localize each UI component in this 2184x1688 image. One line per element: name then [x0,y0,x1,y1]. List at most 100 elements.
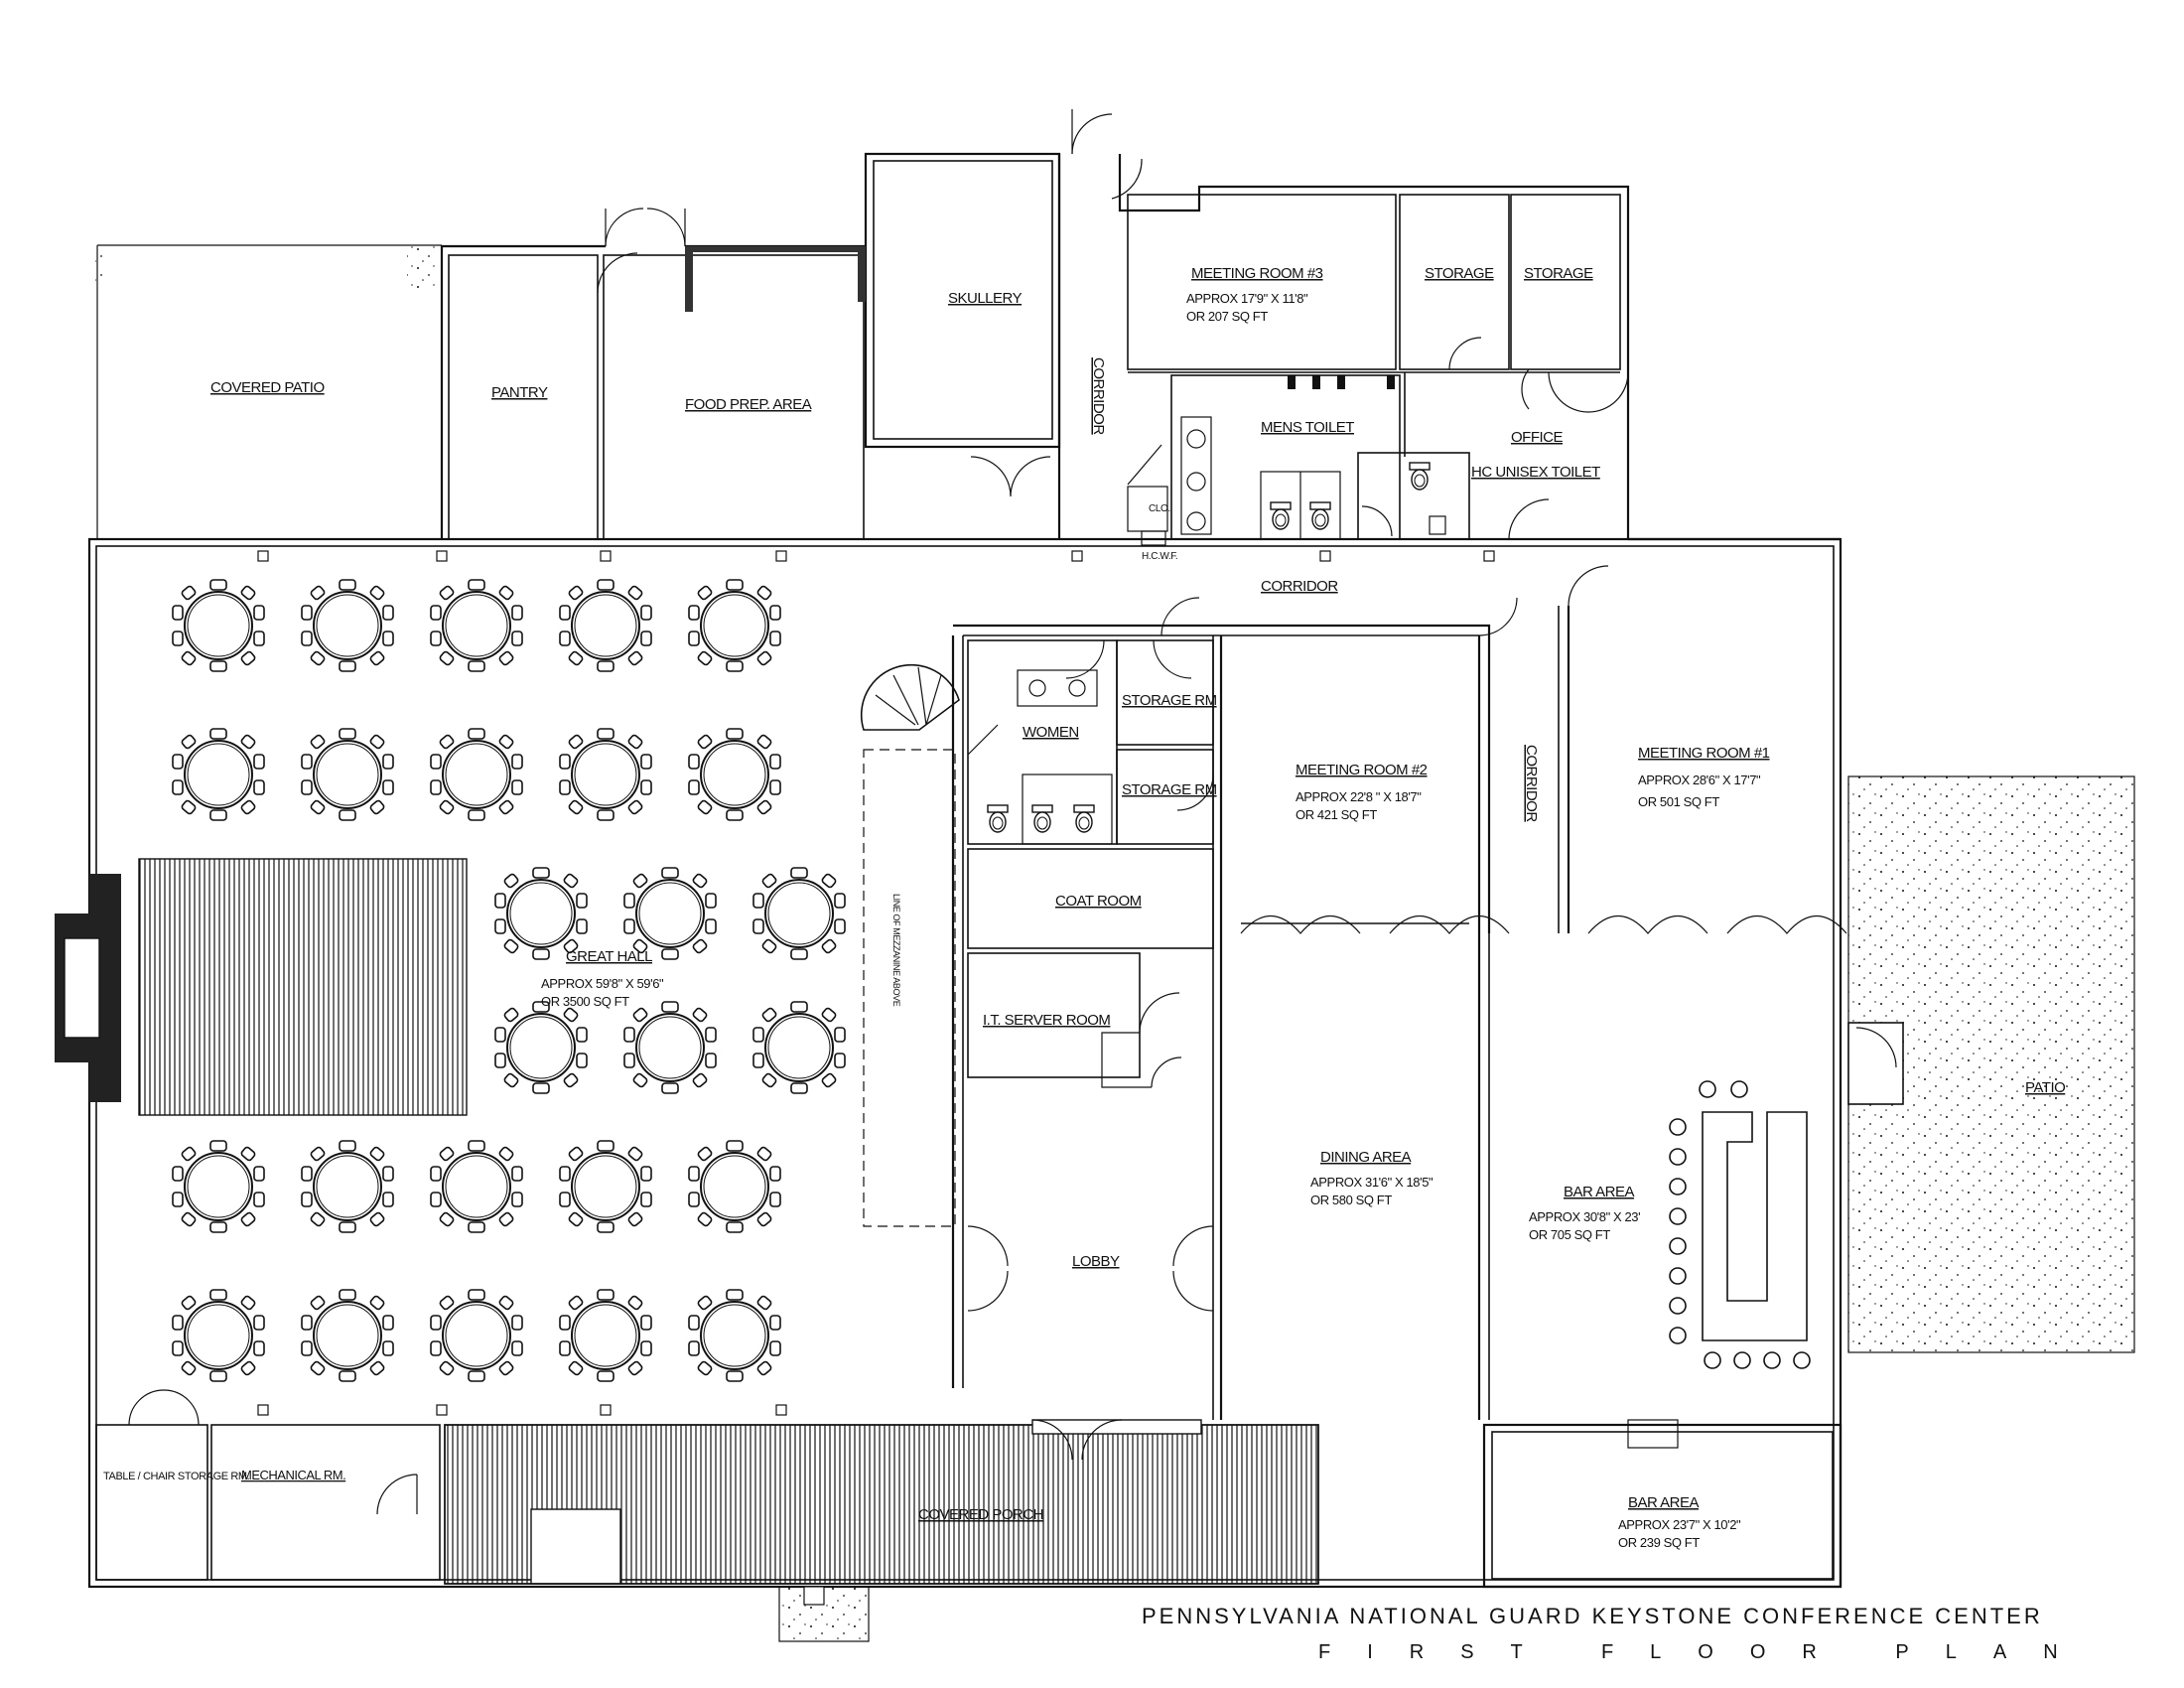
round-table [559,579,652,672]
round-table [430,579,523,672]
mechanical-label: MECHANICAL RM. [241,1468,345,1482]
bar-area-small-area: OR 239 SQ FT [1618,1535,1700,1550]
storage-b-label: STORAGE [1524,265,1593,282]
round-table [688,1140,781,1233]
mens-toilet-label: MENS TOILET [1261,419,1354,436]
food-prep-label: FOOD PREP. AREA [685,396,812,413]
round-table [688,728,781,821]
great-hall-dims: APPROX 59'8" X 59'6" [541,976,664,991]
column-marker [775,1404,787,1416]
office-label: OFFICE [1511,429,1563,446]
round-table [688,1289,781,1382]
column-marker [1319,550,1331,562]
column-marker [1071,550,1083,562]
round-table [494,867,588,960]
meeting1-name: MEETING ROOM #1 [1638,745,1770,762]
column-marker [257,550,269,562]
round-table [430,1140,523,1233]
round-table [301,1140,394,1233]
hc-unisex-label: HC UNISEX TOILET [1471,464,1600,481]
bar-stool [1669,1178,1687,1196]
bar-area-main-dims: APPROX 30'8" X 23' [1529,1209,1640,1224]
dining-area-name: DINING AREA [1320,1149,1412,1166]
bar-stool [1669,1118,1687,1136]
plan-subtitle: FIRST FLOOR PLAN [1318,1641,2095,1663]
meeting2-area: OR 421 SQ FT [1296,807,1377,822]
bar-stool [1669,1267,1687,1285]
round-table [430,728,523,821]
bar-area-main-name: BAR AREA [1564,1184,1635,1200]
mezzanine-line [863,749,956,1227]
coat-room-label: COAT ROOM [1055,893,1142,910]
plan-title: PENNSYLVANIA NATIONAL GUARD KEYSTONE CON… [1142,1604,2043,1628]
bar-stool [1669,1237,1687,1255]
great-hall-name: GREAT HALL [566,948,652,965]
interior-walls [951,565,1847,1420]
meeting3-dims: APPROX 17'9" X 11'8" [1186,291,1308,306]
storage-rm-b-label: STORAGE RM [1122,781,1217,798]
stage [138,858,468,1116]
skullery-label: SKULLERY [948,290,1023,307]
bar-stool [1730,1080,1748,1098]
bar-stool [1699,1080,1716,1098]
covered-porch-label: COVERED PORCH [918,1506,1043,1523]
corridor-entry [1071,109,1143,200]
bar-stool [1704,1351,1721,1369]
round-table [623,867,717,960]
bar-stool [1669,1297,1687,1315]
bar-area-small-dims: APPROX 23'7" X 10'2" [1618,1517,1741,1532]
meeting3-area: OR 207 SQ FT [1186,309,1268,324]
great-hall-area: OR 3500 SQ FT [541,994,629,1009]
column-marker [436,550,448,562]
hcwf-label: H.C.W.F. [1142,551,1177,562]
column-marker [775,550,787,562]
dining-area-dims: APPROX 31'6" X 18'5" [1310,1175,1433,1190]
meeting3-name: MEETING ROOM #3 [1191,265,1323,282]
round-table [301,1289,394,1382]
column-marker [257,1404,269,1416]
round-table [172,1140,265,1233]
table-chair-storage-label: TABLE / CHAIR STORAGE RM. [103,1471,250,1482]
meeting1-area: OR 501 SQ FT [1638,794,1719,809]
corridor-top-label: CORRIDOR [1090,357,1107,435]
corridor-horizontal-label: CORRIDOR [1261,578,1338,595]
bar-stool [1669,1327,1687,1344]
corridor-right-label: CORRIDOR [1523,745,1540,822]
bar-counter [1669,1080,1811,1369]
round-table [494,1001,588,1094]
column-marker [1483,550,1495,562]
bar-stool [1793,1351,1811,1369]
lobby-label: LOBBY [1072,1253,1120,1270]
covered-patio-label: COVERED PATIO [210,379,325,396]
column-marker [436,1404,448,1416]
round-table [623,1001,717,1094]
round-table [559,1289,652,1382]
meeting2-dims: APPROX 22'8 " X 18'7" [1296,789,1422,804]
meeting2-name: MEETING ROOM #2 [1296,762,1428,778]
round-table [172,1289,265,1382]
bar-stool [1763,1351,1781,1369]
patio-label: PATIO [2025,1079,2065,1096]
round-table [559,728,652,821]
patio-door [1847,1022,1904,1105]
mezzanine-label: LINE OF MEZZANINE ABOVE [891,894,901,1007]
round-table [559,1140,652,1233]
pantry-label: PANTRY [491,384,548,401]
north-east-rooms [1127,194,1629,546]
round-table [688,579,781,672]
covered-patio [95,244,442,539]
round-table [172,579,265,672]
dining-area-area: OR 580 SQ FT [1310,1193,1392,1207]
storage-rm-a-label: STORAGE RM [1122,692,1217,709]
column-marker [600,1404,612,1416]
round-table [430,1289,523,1382]
column-marker [600,550,612,562]
meeting1-dims: APPROX 28'6" X 17'7" [1638,773,1761,787]
clo-label: CLO. [1149,503,1170,514]
south-east-wing [1482,1419,1843,1589]
storage-a-label: STORAGE [1425,265,1494,282]
round-table [172,728,265,821]
bar-stool [1669,1207,1687,1225]
round-table [752,1001,846,1094]
